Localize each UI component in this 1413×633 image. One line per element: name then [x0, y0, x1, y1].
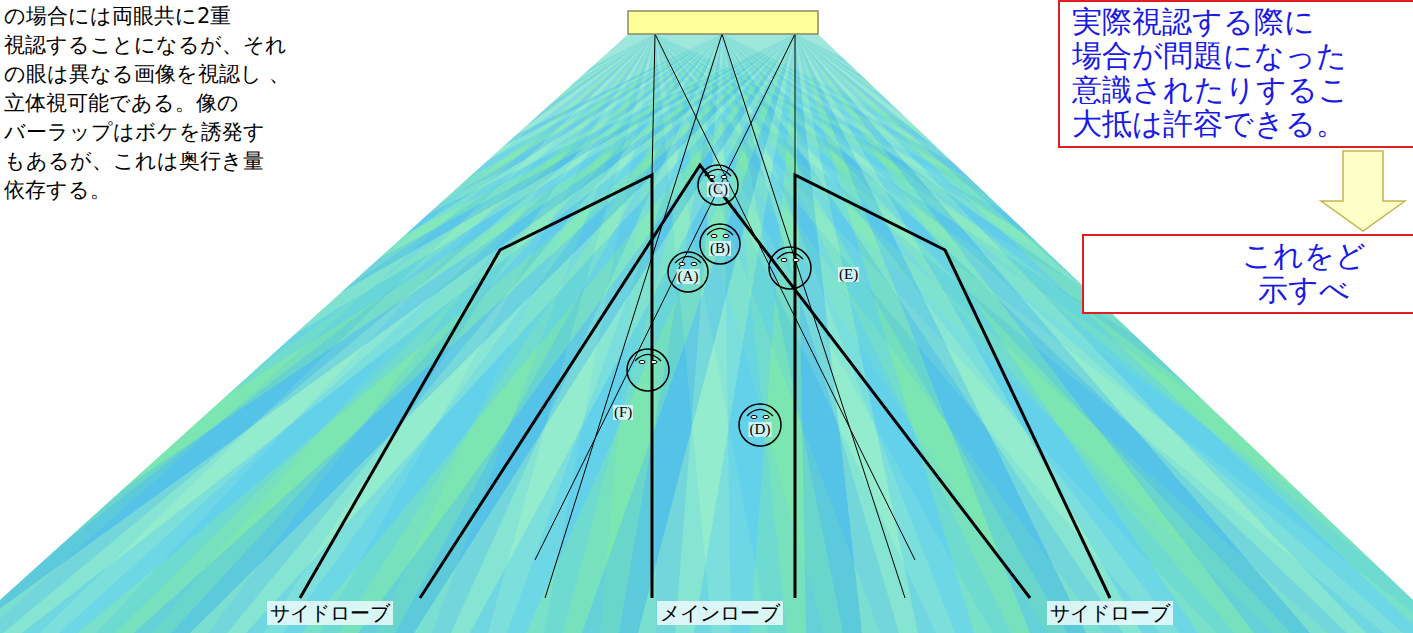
head-drawing	[626, 348, 670, 392]
viewer-head: (D)	[738, 403, 782, 447]
ray-line	[545, 34, 722, 598]
eye-mark	[651, 360, 657, 363]
hair-line	[635, 355, 661, 362]
eye-mark	[763, 415, 769, 418]
node-text: (F)	[613, 405, 633, 420]
node-text: これをど 示すべ	[1234, 239, 1374, 307]
lobe-label: メインローブ	[657, 601, 783, 625]
eye-mark	[679, 262, 685, 265]
eye-mark	[721, 175, 727, 178]
node-text: (C)	[707, 182, 729, 197]
eye-mark	[723, 234, 729, 237]
ray-line	[655, 34, 915, 560]
block-arrow	[1321, 151, 1405, 231]
eye-mark	[751, 415, 757, 418]
note-text: の場合には両眼共に2重 視認することになるが、それ の眼は異なる画像を視認し 、…	[4, 2, 304, 205]
lobe-label: サイドローブ	[1047, 601, 1173, 625]
lobe-boundaries	[300, 165, 1110, 598]
node-text: (A)	[677, 269, 700, 284]
ray-lines	[535, 34, 915, 598]
lobe-label: サイドローブ	[267, 601, 393, 625]
lobe-ray	[526, 34, 795, 633]
eye-mark	[711, 234, 717, 237]
head-outline	[700, 224, 740, 264]
side-lobe-boundary	[300, 175, 652, 598]
eye-mark	[691, 262, 697, 265]
lobe-ray	[302, 34, 795, 633]
node-text: 実際視認する際に 場合が問題になった 意識されたりするこ 大抵は許容できる。	[1072, 5, 1372, 141]
head-outline	[698, 165, 738, 205]
note-box: これをど 示すべ	[1082, 234, 1413, 314]
viewer-head: (A)	[667, 251, 709, 293]
side-lobe-boundary	[795, 175, 1110, 598]
lobe-ray	[470, 34, 795, 633]
main-lobe-boundary	[420, 165, 1030, 598]
hair-line	[675, 257, 701, 264]
eye-mark	[709, 175, 715, 178]
head-outline	[769, 247, 811, 289]
viewer-head: (E)	[768, 246, 812, 290]
node-text: (E)	[838, 267, 859, 282]
eye-mark	[781, 258, 787, 261]
head-outline	[668, 252, 708, 292]
hair-line	[705, 170, 731, 177]
viewer-head: (B)	[699, 223, 741, 265]
eye-mark	[639, 360, 645, 363]
head-outline	[739, 404, 781, 446]
head-outline	[627, 349, 669, 391]
viewer-head: (F)	[626, 348, 670, 392]
lobe-ray	[190, 34, 795, 633]
display-panel	[628, 11, 818, 34]
ray-line	[652, 34, 655, 175]
hair-line	[747, 410, 773, 417]
note-box: 実際視認する際に 場合が問題になった 意識されたりするこ 大抵は許容できる。	[1058, 0, 1413, 148]
eye-mark	[793, 258, 799, 261]
lobe-ray	[414, 34, 795, 633]
hair-line	[707, 229, 733, 236]
hair-line	[777, 253, 803, 260]
lobe-ray	[358, 34, 795, 633]
node-text: (B)	[709, 241, 731, 256]
node-text: (D)	[749, 422, 772, 437]
ray-line	[535, 34, 795, 560]
viewer-head: (C)	[697, 164, 739, 206]
head-drawing	[768, 246, 812, 290]
ray-line	[795, 34, 796, 175]
lobe-ray	[246, 34, 795, 633]
